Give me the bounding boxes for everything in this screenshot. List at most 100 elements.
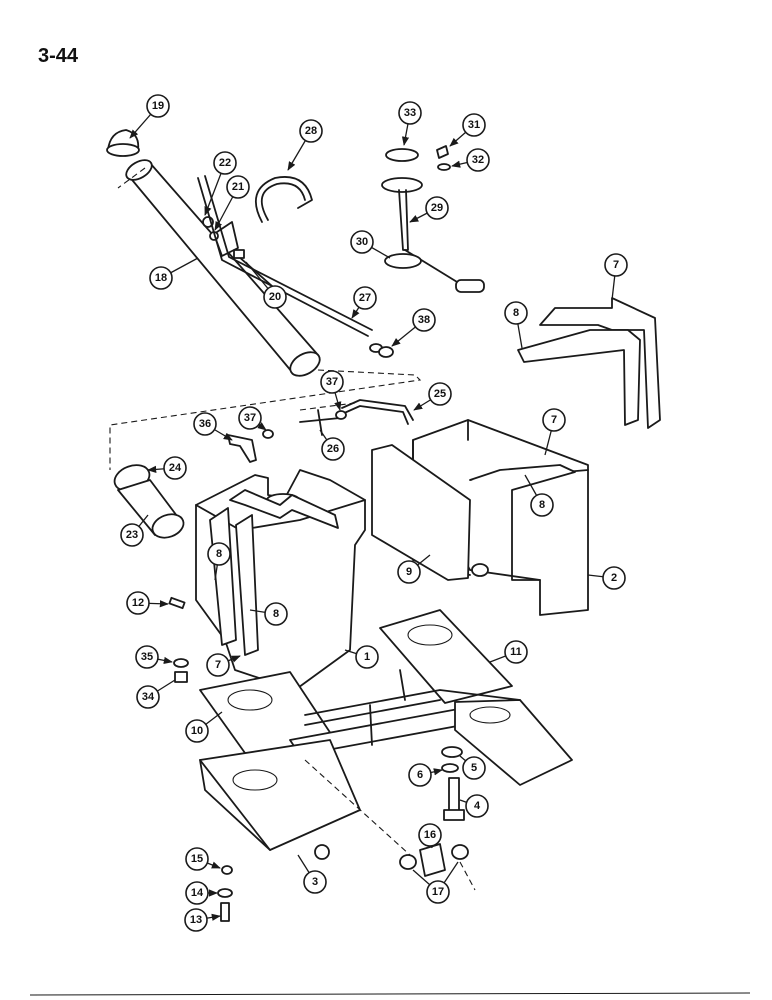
phantom-line (459, 861, 476, 891)
callouts: 19 28 22 21 18 20 27 33 31 32 29 30 38 7… (120, 94, 628, 932)
callout-8b: 8 (524, 474, 554, 517)
fill-hose (113, 464, 185, 539)
callout-4: 4 (459, 794, 489, 818)
callout-label: 8 (539, 499, 545, 511)
callout-label: 25 (434, 388, 446, 400)
callout-12: 12 (126, 591, 169, 615)
callout-label: 37 (244, 412, 256, 424)
callout-2: 2 (587, 566, 626, 590)
callout-22: 22 (204, 151, 237, 216)
phantom-line (304, 759, 411, 856)
callout-label: 24 (169, 462, 182, 474)
callout-label: 10 (191, 725, 203, 737)
callout-7b: 7 (542, 408, 566, 456)
callout-label: 19 (152, 100, 164, 112)
callout-label: 4 (474, 800, 481, 812)
left-fuel-tank (195, 469, 366, 691)
callout-31: 31 (449, 113, 486, 147)
callout-label: 37 (326, 376, 338, 388)
callout-23: 23 (120, 514, 149, 547)
callout-label: 38 (418, 314, 430, 326)
callout-label: 29 (431, 202, 443, 214)
callout-1: 1 (344, 645, 379, 669)
callout-label: 32 (472, 154, 484, 166)
callout-label: 35 (141, 651, 153, 663)
callout-35: 35 (135, 645, 173, 669)
clamp-ring (254, 176, 313, 223)
callout-label: 3 (312, 876, 318, 888)
callout-16: 16 (418, 823, 442, 849)
callout-label: 8 (273, 608, 279, 620)
callout-label: 7 (613, 259, 619, 271)
filler-neck-tube (125, 159, 321, 377)
hardware (168, 596, 233, 922)
callout-34: 34 (136, 679, 176, 709)
callout-3: 3 (297, 854, 327, 894)
callout-label: 18 (155, 272, 167, 284)
callout-6: 6 (408, 763, 443, 787)
callout-13: 13 (184, 908, 221, 932)
hose-clamp (378, 346, 394, 358)
callout-label: 20 (269, 291, 281, 303)
callout-label: 33 (404, 107, 416, 119)
callout-32: 32 (451, 148, 490, 172)
callout-label: 36 (199, 418, 211, 430)
callout-36: 36 (193, 412, 233, 441)
fuel-sender (381, 145, 485, 293)
callout-label: 21 (232, 181, 244, 193)
callout-15: 15 (185, 847, 221, 871)
callout-5: 5 (459, 755, 486, 780)
callout-7c: 7 (206, 653, 241, 677)
callout-29: 29 (409, 196, 449, 223)
callout-label: 8 (216, 548, 222, 560)
callout-21: 21 (214, 175, 250, 231)
callout-label: 2 (611, 572, 617, 584)
phantom-line (117, 167, 146, 189)
callout-label: 6 (417, 769, 423, 781)
right-strap-assembly (517, 297, 661, 429)
callout-20: 20 (245, 261, 287, 309)
callout-8c: 8 (207, 542, 231, 581)
callout-label: 9 (406, 566, 412, 578)
callout-25: 25 (413, 382, 452, 411)
callout-14: 14 (185, 881, 218, 905)
right-tray (454, 699, 573, 786)
page-number: 3-44 (38, 45, 79, 67)
bottom-rule (29, 992, 751, 996)
callout-19: 19 (129, 94, 170, 139)
callout-7: 7 (604, 253, 628, 301)
callout-label: 34 (142, 691, 155, 703)
callout-label: 22 (219, 157, 231, 169)
callout-label: 7 (551, 414, 557, 426)
callout-37b: 37 (238, 406, 267, 431)
callout-label: 13 (190, 914, 202, 926)
callout-33: 33 (398, 101, 422, 146)
callout-37: 37 (320, 370, 344, 411)
callout-26: 26 (319, 429, 345, 461)
callout-30: 30 (350, 230, 391, 259)
callout-9: 9 (397, 554, 431, 584)
callout-label: 26 (327, 443, 339, 455)
callout-label: 1 (364, 651, 370, 663)
pad-right (379, 609, 513, 704)
callout-label: 16 (424, 829, 436, 841)
phantom-line (109, 369, 422, 470)
tank-pad (371, 444, 471, 581)
callout-28: 28 (287, 119, 323, 171)
lower-tray (199, 739, 361, 860)
callout-label: 5 (471, 762, 477, 774)
callout-38: 38 (391, 308, 436, 347)
callout-label: 17 (432, 886, 444, 898)
callout-label: 30 (356, 236, 368, 248)
callout-11: 11 (489, 640, 528, 664)
callout-label: 12 (132, 597, 144, 609)
callout-8d: 8 (249, 602, 288, 626)
callout-8: 8 (504, 301, 528, 349)
callout-18: 18 (149, 257, 199, 290)
drain-hose (399, 843, 469, 877)
callout-label: 31 (468, 119, 480, 131)
callout-label: 8 (513, 307, 519, 319)
bolt-and-washers (441, 746, 465, 821)
callout-label: 27 (359, 292, 371, 304)
